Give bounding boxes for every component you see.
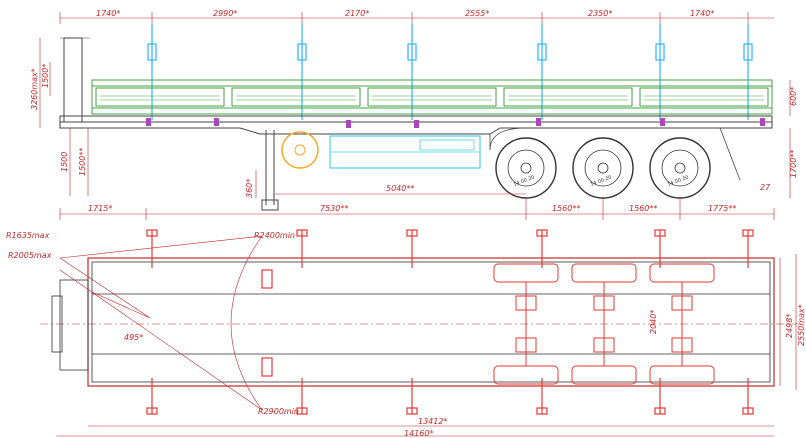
axle-gap-dim: 5040** xyxy=(386,184,414,193)
wheels: 14 00 20 14 00 20 14 00 20 xyxy=(495,137,711,199)
radius-r2005: R2005max xyxy=(8,251,52,260)
side-boards xyxy=(91,79,773,115)
angle-label: 27 xyxy=(760,183,771,192)
left-dim-3260: 3260max* xyxy=(30,68,39,110)
top-dim-5: 2350* xyxy=(588,9,612,18)
radius-r2400: R2400min xyxy=(254,231,295,240)
length-dim-13412: 13412* xyxy=(418,417,447,426)
wheel-1-icon xyxy=(495,137,557,199)
top-dim-1: 1740* xyxy=(96,9,120,18)
bottom-dim-1560-a: 1560** xyxy=(552,204,580,213)
stake-pockets xyxy=(146,229,754,415)
right-dim-600: 600* xyxy=(789,87,798,106)
left-dim-1500-alt: 1500** xyxy=(78,148,87,176)
wheel-2-icon xyxy=(572,137,634,199)
bottom-dim-1775: 1775** xyxy=(708,204,736,213)
plan-wheels xyxy=(493,263,715,385)
offset-dim: 495* xyxy=(124,333,143,342)
length-dim-14160: 14160* xyxy=(404,429,433,438)
left-dim-1500-top: 1500* xyxy=(41,64,50,88)
wheel-3-icon xyxy=(649,137,711,199)
plan-view: R1635max R2005max R2400min R2900min 495*… xyxy=(6,229,806,438)
side-view: 1740* 2990* 2170* 2555* 2350* 1740* xyxy=(30,9,798,220)
bottom-dim-7530: 7530** xyxy=(320,204,348,213)
radius-r2900: R2900min xyxy=(258,407,299,416)
right-dim-1700: 1700** xyxy=(789,150,798,178)
bottom-dim-1560-b: 1560** xyxy=(629,204,657,213)
top-dim-6: 1740* xyxy=(690,9,714,18)
top-dim-2: 2990* xyxy=(213,9,237,18)
landing-gear xyxy=(261,130,279,211)
radius-r1635: R1635max xyxy=(6,231,50,240)
kingpin-dim: 360* xyxy=(245,179,254,198)
bottom-dim-1715: 1715* xyxy=(88,204,112,213)
width-dim-2550: 2550max* xyxy=(797,304,806,346)
track-dim: 2040* xyxy=(649,310,658,334)
left-dim-1500: 1500 xyxy=(60,152,69,172)
top-dim-4: 2555* xyxy=(465,9,489,18)
spare-wheel-icon xyxy=(281,131,319,169)
top-dim-3: 2170* xyxy=(345,9,369,18)
width-dim-2498: 2498* xyxy=(785,314,794,338)
stakes xyxy=(147,24,753,120)
